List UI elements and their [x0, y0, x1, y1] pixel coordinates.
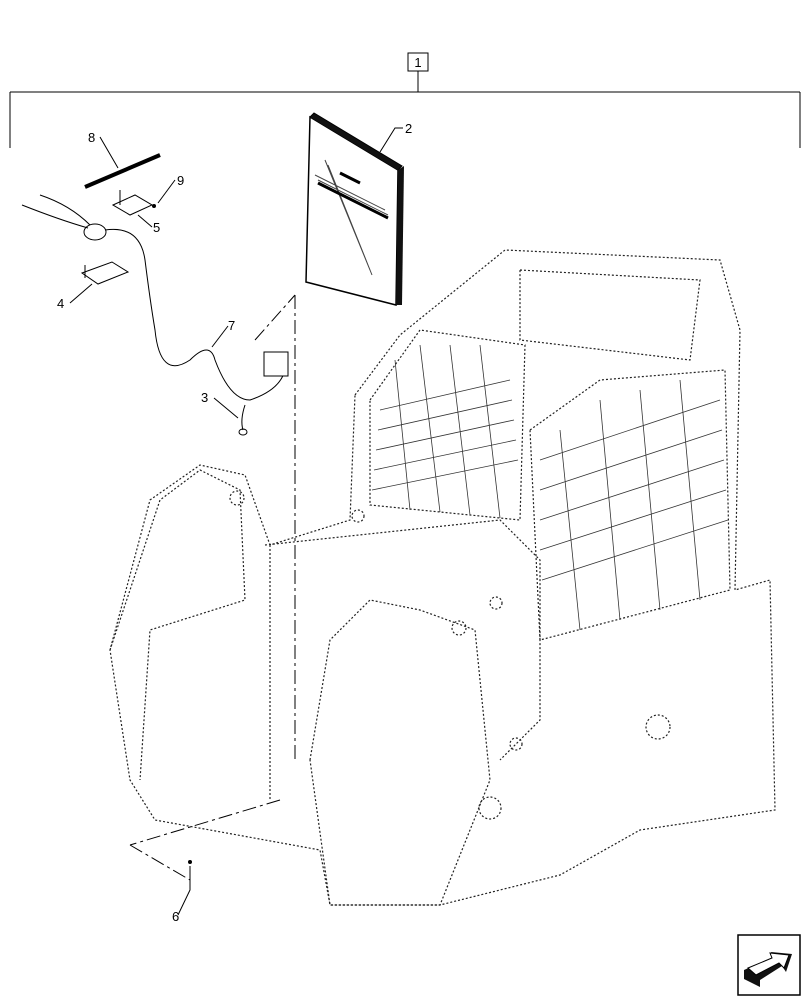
cable-end	[238, 428, 248, 436]
cab-mesh	[371, 344, 729, 631]
installation-manual	[305, 112, 404, 306]
callout-9: 9	[177, 173, 184, 188]
callout-5: 5	[153, 220, 160, 235]
machine-frame	[109, 249, 776, 906]
lower-bracket	[80, 261, 130, 285]
callout-1: 1	[414, 55, 421, 70]
callout-6: 6	[172, 909, 179, 924]
upper-bracket	[111, 190, 154, 216]
callout-8: 8	[88, 130, 95, 145]
next-page-arrow-icon[interactable]	[737, 934, 801, 996]
antenna-rod	[84, 153, 161, 189]
connector-box	[263, 351, 289, 377]
callout-4: 4	[57, 296, 64, 311]
screw	[188, 860, 192, 864]
callout-3: 3	[201, 390, 208, 405]
nut	[152, 204, 156, 208]
antenna-cable	[21, 194, 286, 401]
callout-7: 7	[228, 318, 235, 333]
kit-bracket	[9, 52, 801, 148]
callout-2: 2	[405, 121, 412, 136]
antenna-puck	[83, 223, 107, 241]
